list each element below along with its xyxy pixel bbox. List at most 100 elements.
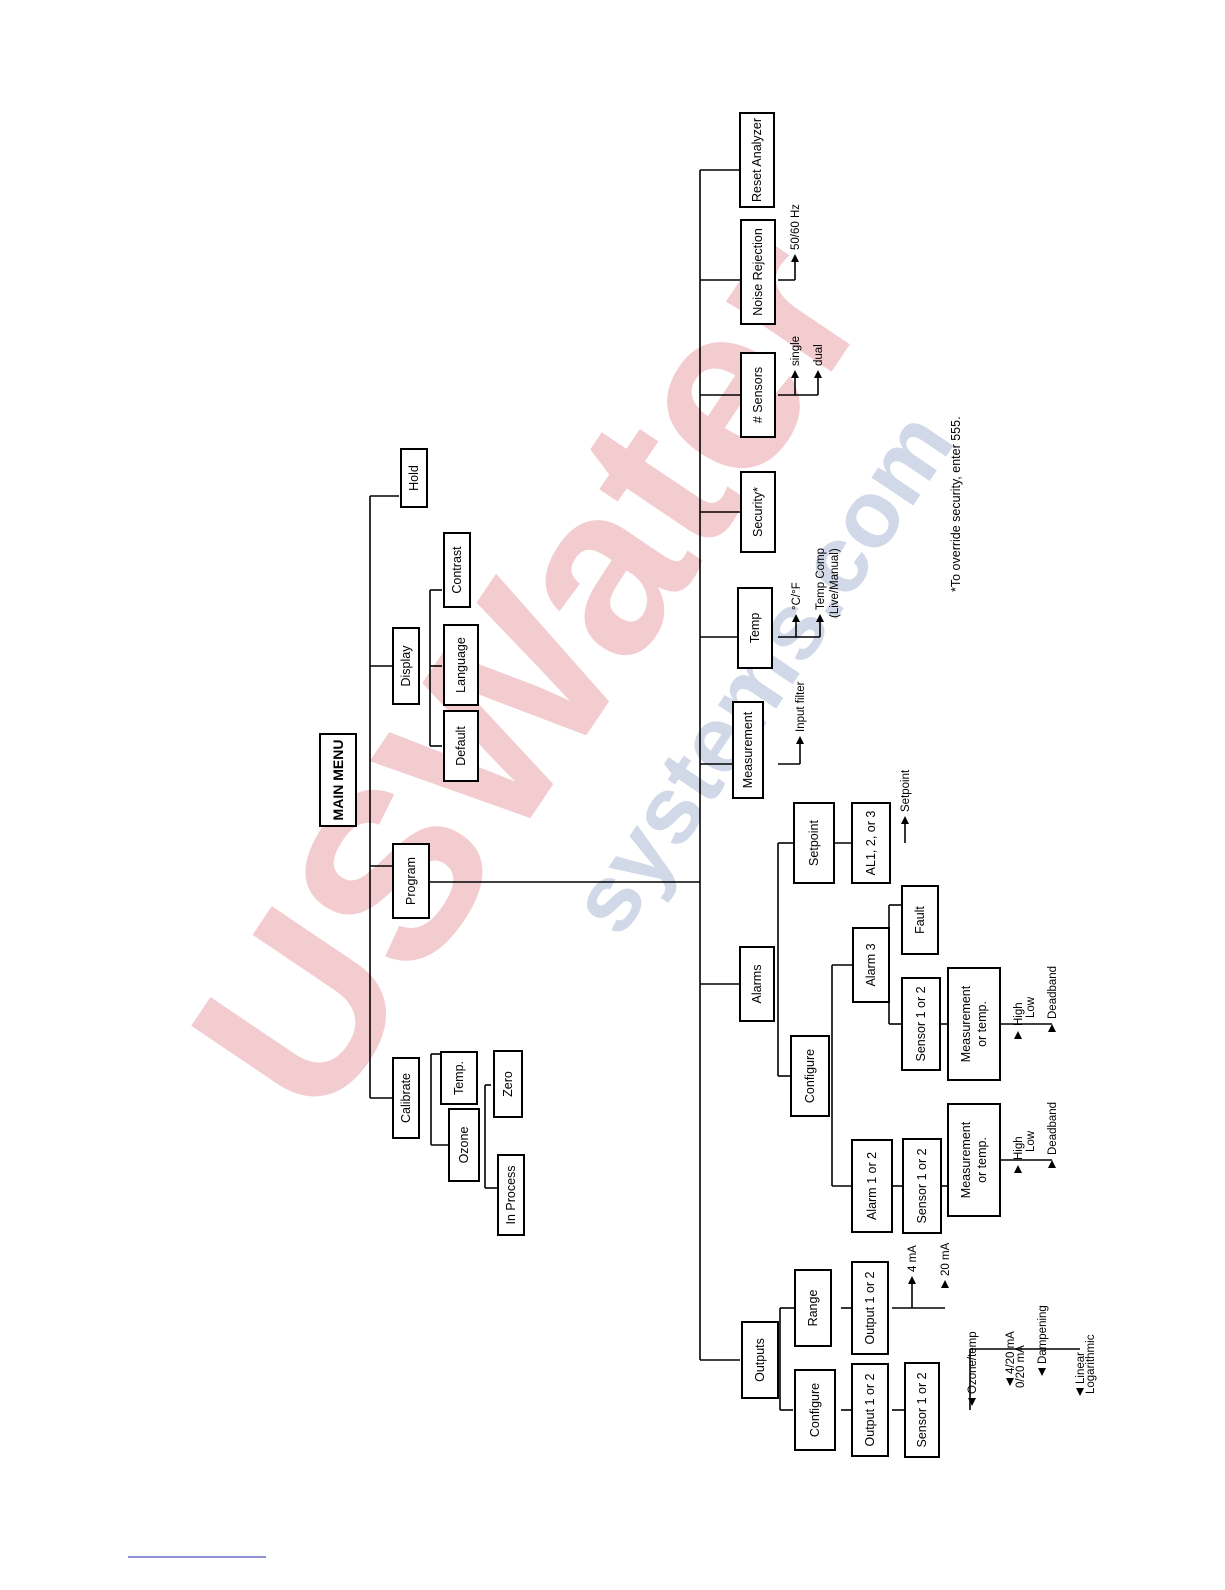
noise-rejection-box: Noise Rejection: [740, 219, 776, 325]
ozone-label: Ozone: [457, 1127, 471, 1164]
outputs-label: Outputs: [753, 1338, 767, 1382]
leaf-labels: Ozone/temp 4/20 mA 0/20 mA Dampening Lin…: [790, 204, 1097, 1394]
leaf-low-a: Low: [1025, 1130, 1037, 1152]
leaf-low-b: Low: [1025, 996, 1037, 1018]
leaf-4-ma: 4 mA: [907, 1245, 919, 1272]
menu-boxes: MAIN MENU Calibrate Program Display Hold…: [319, 112, 1001, 1458]
in-process-label: In Process: [504, 1165, 518, 1224]
leaf-setpoint: Setpoint: [900, 769, 912, 812]
sensor-1-or-2-output-label: Sensor 1 or 2: [915, 1372, 929, 1447]
alarms-box: Alarms: [739, 946, 775, 1022]
sensor-1-or-2-alarm-a-label: Sensor 1 or 2: [915, 1148, 929, 1223]
range-label: Range: [806, 1290, 820, 1327]
alarm-1-or-2-label: Alarm 1 or 2: [865, 1152, 879, 1220]
measurement-or-temp-a-line2: or temp.: [975, 1137, 989, 1183]
output-1-or-2-config-box: Output 1 or 2: [851, 1363, 889, 1457]
security-box: Security*: [740, 471, 776, 553]
sensor-1-or-2-alarm-a-box: Sensor 1 or 2: [902, 1138, 942, 1234]
sensor-1-or-2-alarm-b-box: Sensor 1 or 2: [901, 977, 941, 1071]
alarms-configure-box: Configure: [790, 1035, 830, 1117]
measurement-label: Measurement: [741, 711, 755, 788]
alarm-1-or-2-box: Alarm 1 or 2: [851, 1139, 893, 1233]
alarm-3-label: Alarm 3: [864, 943, 878, 986]
leaf-linear: Linear: [1075, 1352, 1087, 1384]
leaf-dual: dual: [813, 344, 825, 366]
contrast-box: Contrast: [443, 532, 471, 608]
temp-cal-label: Temp.: [452, 1061, 466, 1095]
leaf-50-60-hz: 50/60 Hz: [790, 204, 802, 250]
output-1-or-2-range-box: Output 1 or 2: [851, 1261, 889, 1355]
calibrate-box: Calibrate: [392, 1057, 420, 1139]
leaf-dampening: Dampening: [1037, 1305, 1049, 1364]
hold-label: Hold: [407, 465, 421, 491]
output-1-or-2-range-label: Output 1 or 2: [863, 1271, 877, 1344]
leaf-temp-comp-line2: (Live/Manual): [829, 548, 841, 618]
leaf-logarithmic: Logarithmic: [1085, 1334, 1097, 1394]
sensor-1-or-2-output-box: Sensor 1 or 2: [904, 1362, 940, 1458]
measurement-box: Measurement: [732, 701, 764, 799]
measurement-or-temp-b-line1: Measurement: [959, 985, 973, 1062]
security-label: Security*: [751, 487, 765, 537]
fault-box: Fault: [901, 885, 939, 955]
temp-cal-box: Temp.: [440, 1051, 478, 1105]
setpoint-box: Setpoint: [793, 802, 835, 884]
measurement-or-temp-a-box: Measurement or temp.: [947, 1103, 1001, 1217]
alarms-configure-label: Configure: [803, 1049, 817, 1103]
program-box: Program: [392, 843, 430, 919]
calibrate-label: Calibrate: [399, 1073, 413, 1123]
leaf-input-filter: Input filter: [795, 681, 807, 732]
sensors-count-label: # Sensors: [751, 367, 765, 423]
main-menu-title: MAIN MENU: [330, 740, 346, 821]
main-menu-box: MAIN MENU: [319, 733, 357, 827]
default-box: Default: [443, 710, 479, 782]
leaf-4-20-ma: 4/20 mA: [1005, 1331, 1017, 1374]
security-footnote: *To override security, enter 555.: [949, 416, 963, 592]
leaf-20-ma: 20 mA: [940, 1242, 952, 1276]
alarm-3-box: Alarm 3: [852, 927, 890, 1003]
range-box: Range: [794, 1269, 832, 1347]
language-label: Language: [454, 637, 468, 693]
reset-analyzer-label: Reset Analyzer: [750, 118, 764, 202]
output-1-or-2-config-label: Output 1 or 2: [863, 1373, 877, 1446]
in-process-box: In Process: [497, 1154, 525, 1236]
leaf-ozone-temp: Ozone/temp: [967, 1331, 979, 1394]
hold-box: Hold: [400, 448, 428, 508]
leaf-high-b: High: [1013, 1002, 1025, 1026]
outputs-configure-label: Configure: [808, 1383, 822, 1437]
al-1-2-3-label: AL1, 2, or 3: [864, 811, 878, 876]
contrast-label: Contrast: [450, 546, 464, 594]
measurement-or-temp-a-line1: Measurement: [959, 1121, 973, 1198]
outputs-configure-box: Configure: [794, 1369, 836, 1451]
alarms-label: Alarms: [750, 965, 764, 1004]
measurement-or-temp-b-box: Measurement or temp.: [947, 967, 1001, 1081]
leaf-temp-comp-line1: Temp Comp: [815, 548, 827, 610]
watermark: USWater systems.com: [140, 187, 974, 1159]
language-box: Language: [443, 624, 479, 706]
leaf-0-20-ma: 0/20 mA: [1015, 1345, 1027, 1388]
program-label: Program: [404, 857, 418, 905]
temp-box: Temp: [737, 587, 773, 669]
zero-box: Zero: [493, 1050, 523, 1118]
sensor-1-or-2-alarm-b-label: Sensor 1 or 2: [914, 986, 928, 1061]
leaf-high-a: High: [1013, 1136, 1025, 1160]
al-1-2-3-box: AL1, 2, or 3: [851, 802, 891, 884]
zero-label: Zero: [501, 1071, 515, 1097]
display-label: Display: [399, 645, 413, 687]
noise-rejection-label: Noise Rejection: [751, 228, 765, 316]
temp-label: Temp: [748, 613, 762, 644]
leaf-c-f: °C/°F: [791, 582, 803, 610]
display-box: Display: [392, 627, 420, 705]
leaf-deadband-a: Deadband: [1047, 1102, 1059, 1155]
ozone-box: Ozone: [448, 1108, 480, 1182]
leaf-deadband-b: Deadband: [1047, 966, 1059, 1019]
sensors-count-box: # Sensors: [740, 352, 776, 438]
fault-label: Fault: [913, 906, 927, 934]
setpoint-label: Setpoint: [807, 820, 821, 866]
default-label: Default: [454, 726, 468, 766]
leaf-single: single: [790, 336, 802, 366]
measurement-or-temp-b-line2: or temp.: [975, 1001, 989, 1047]
arrow-heads: [791, 254, 1084, 1406]
outputs-box: Outputs: [741, 1321, 779, 1399]
